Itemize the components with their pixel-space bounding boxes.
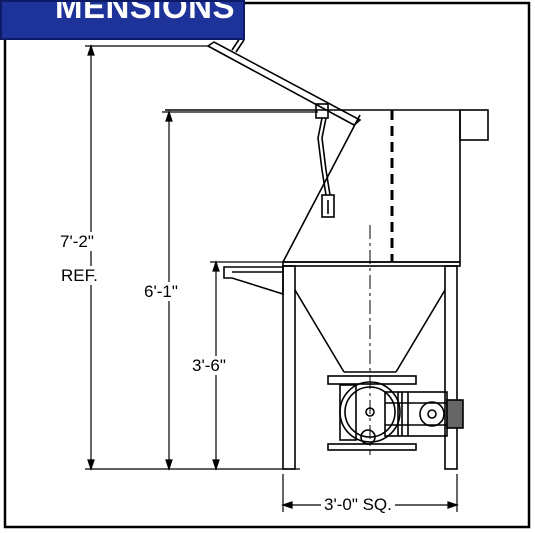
cabinet-front-slope bbox=[282, 114, 361, 263]
title-banner: MENSIONS bbox=[0, 0, 245, 40]
hopper-cone-right bbox=[395, 289, 446, 373]
machine-outline bbox=[165, 37, 489, 470]
overall-height-label: 7'-2" bbox=[60, 232, 94, 251]
feeder-housing bbox=[339, 384, 357, 441]
lid-hinge-mark bbox=[231, 37, 241, 51]
leg-height-label: 3'-6" bbox=[192, 356, 226, 375]
dimension-lines bbox=[85, 44, 459, 512]
lid-link-rod bbox=[317, 117, 327, 196]
feeder-flange-bottom bbox=[327, 443, 417, 451]
hopper-top-band bbox=[282, 261, 461, 267]
motor-end-cap bbox=[446, 399, 464, 429]
latch-handle bbox=[321, 194, 335, 218]
hopper-cone-left bbox=[294, 289, 345, 373]
title-text: MENSIONS bbox=[54, 0, 235, 25]
side-shelf bbox=[223, 266, 284, 296]
motor-fan bbox=[419, 401, 445, 427]
side-box bbox=[459, 109, 489, 141]
lid bbox=[206, 41, 362, 126]
drive-pulley bbox=[360, 429, 376, 445]
overall-height-note: REF. bbox=[61, 266, 98, 285]
left-leg bbox=[282, 265, 296, 470]
drawing-border bbox=[3, 1, 531, 529]
width-label: 3'-0" SQ. bbox=[321, 495, 395, 514]
body-height-label: 6'-1" bbox=[144, 282, 178, 301]
right-leg bbox=[444, 265, 458, 470]
feeder-flange-top bbox=[327, 375, 417, 385]
